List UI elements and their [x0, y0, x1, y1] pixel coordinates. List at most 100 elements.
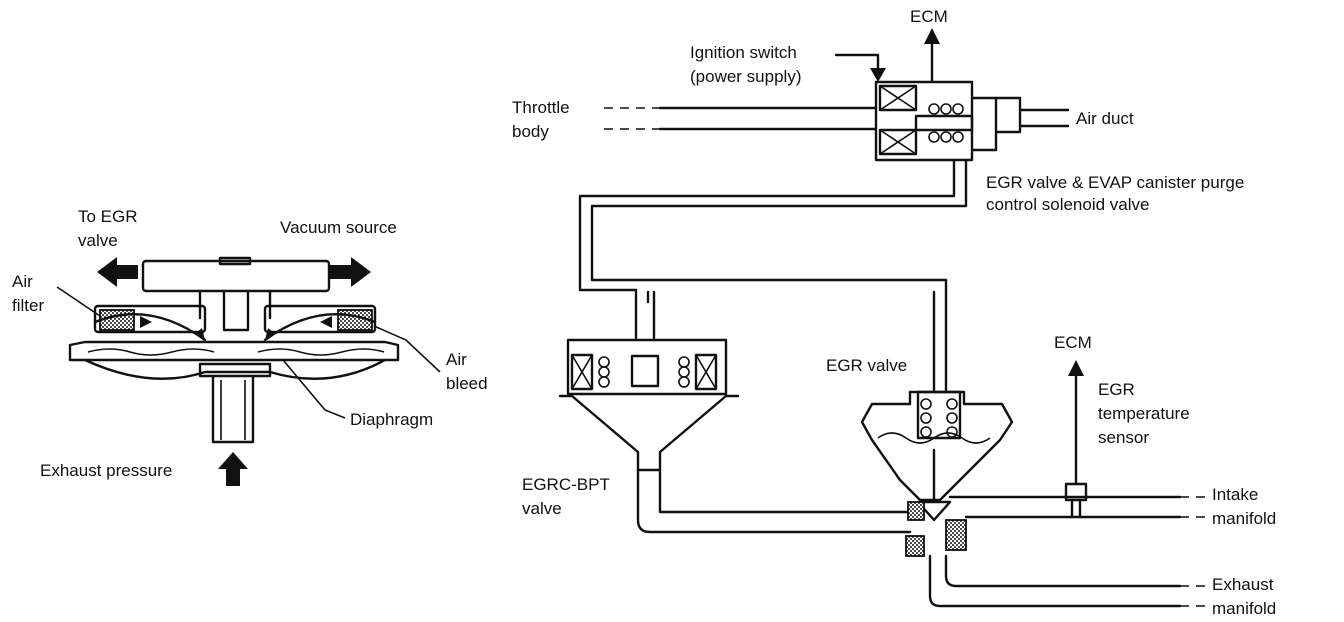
label-air-duct: Air duct: [1076, 109, 1134, 128]
tube-cap: [218, 256, 252, 266]
vacuum-hose-inner: [590, 158, 968, 392]
bpt-valve-detail: [56, 256, 441, 486]
exhaust-dash: [1180, 585, 1206, 607]
label-solenoid-1: EGR valve & EVAP canister purge: [986, 173, 1244, 192]
label-exhaust-2: manifold: [1212, 599, 1276, 618]
air-duct-hose: [1018, 108, 1070, 128]
air-bleed-leader: [373, 325, 441, 373]
vacuum-source-arrow: [330, 257, 371, 287]
label-air-bleed-1: Air: [446, 350, 467, 369]
egr-temp-sensor-probe: [1070, 498, 1082, 518]
diaphragm-leader: [282, 359, 346, 419]
solenoid-valve: [874, 80, 1022, 162]
exhaust-manifold-bottom: [928, 554, 1182, 608]
exhaust-manifold-top: [944, 554, 1182, 588]
label-ignition-1: Ignition switch: [690, 43, 797, 62]
lower-housing: [83, 358, 387, 380]
ecm-right-arrowhead: [1068, 360, 1084, 376]
egr-diaphragm: [877, 432, 991, 444]
right-filter-housing: [263, 304, 377, 334]
label-solenoid-2: control solenoid valve: [986, 195, 1149, 214]
spring-coil: [952, 131, 964, 143]
spring-coil: [928, 103, 940, 115]
left-filter-housing: [93, 304, 207, 334]
label-diaphragm: Diaphragm: [350, 410, 433, 429]
bpt-coil-left-x: [571, 354, 593, 390]
flow-arrowhead-right2: [320, 316, 332, 328]
bpt-spring: [598, 366, 610, 378]
label-ecm-top: ECM: [910, 7, 948, 26]
coil-top: [878, 84, 918, 112]
air-filter-leader: [56, 286, 101, 317]
hose-to-bpt: [646, 290, 656, 340]
label-air-bleed-2: bleed: [446, 374, 488, 393]
bpt-coil-right-x: [695, 354, 717, 390]
egr-seat-left: [907, 501, 925, 521]
label-egr-temp-1: EGR: [1098, 380, 1135, 399]
coil-bottom: [878, 128, 918, 156]
flow-arrowhead-left2: [140, 316, 152, 328]
bpt-coil-right: [694, 353, 718, 391]
egr-valve: [860, 390, 1014, 557]
throttle-hose: [658, 106, 878, 131]
egr-spring: [946, 426, 958, 438]
label-intake-2: manifold: [1212, 509, 1276, 528]
to-egr-arrow: [97, 257, 138, 287]
egr-spring: [946, 412, 958, 424]
egr-seat-lower: [905, 535, 925, 557]
flow-curve-right: [263, 313, 377, 342]
label-egr-valve: EGR valve: [826, 356, 907, 375]
flow-arrowhead-left: [196, 328, 205, 340]
flow-curve-left: [93, 313, 207, 342]
ignition-arrowhead: [870, 68, 886, 82]
diaphragm-wave: [87, 348, 385, 356]
bpt-funnel: [558, 394, 740, 472]
vacuum-hose-outer: [578, 158, 956, 340]
egr-spring: [920, 426, 932, 438]
coil-bottom-x: [879, 129, 917, 155]
label-air-filter-2: filter: [12, 296, 44, 315]
air-filter-element-left: [99, 309, 135, 331]
label-to-egr-2: valve: [78, 231, 118, 250]
spring-coil: [940, 131, 952, 143]
exhaust-stem: [211, 374, 255, 444]
egr-spring: [946, 398, 958, 410]
egr-spring: [920, 398, 932, 410]
label-egrc-bpt-2: valve: [522, 499, 562, 518]
label-exhaust-1: Exhaust: [1212, 575, 1274, 594]
bpt-body: [566, 338, 728, 396]
bpt-coil-left: [570, 353, 594, 391]
spring-coil: [928, 131, 940, 143]
label-egrc-bpt-1: EGRC-BPT: [522, 475, 610, 494]
egr-poppet: [916, 500, 952, 522]
nozzle-housing: [970, 96, 998, 152]
label-egr-temp-2: temperature: [1098, 404, 1190, 423]
exhaust-pressure-arrow: [218, 452, 248, 486]
label-ecm-right: ECM: [1054, 333, 1092, 352]
ignition-wire: [834, 53, 880, 74]
bpt-spring: [678, 356, 690, 368]
ecm-top-arrowhead: [924, 28, 940, 44]
center-plate: [198, 362, 272, 378]
bpt-spring: [678, 366, 690, 378]
label-throttle-1: Throttle: [512, 98, 570, 117]
tube-stem: [198, 289, 272, 332]
label-ignition-2: (power supply): [690, 67, 802, 86]
label-vacuum-source: Vacuum source: [280, 218, 397, 237]
bpt-spring: [598, 356, 610, 368]
label-intake-1: Intake: [1212, 485, 1258, 504]
spring-coil: [952, 103, 964, 115]
label-egr-temp-3: sensor: [1098, 428, 1149, 447]
plunger: [914, 114, 974, 132]
diaphragm-housing: [68, 340, 400, 362]
label-air-filter-1: Air: [12, 272, 33, 291]
egr-spring-housing: [916, 390, 962, 440]
bpt-spring: [678, 376, 690, 388]
vacuum-tube: [141, 259, 331, 293]
bpt-spring: [598, 376, 610, 388]
exhaust-stem-inner: [220, 380, 246, 440]
egr-valve-body: [860, 390, 1014, 502]
label-throttle-2: body: [512, 122, 549, 141]
bpt-exhaust-hose: [636, 468, 912, 534]
